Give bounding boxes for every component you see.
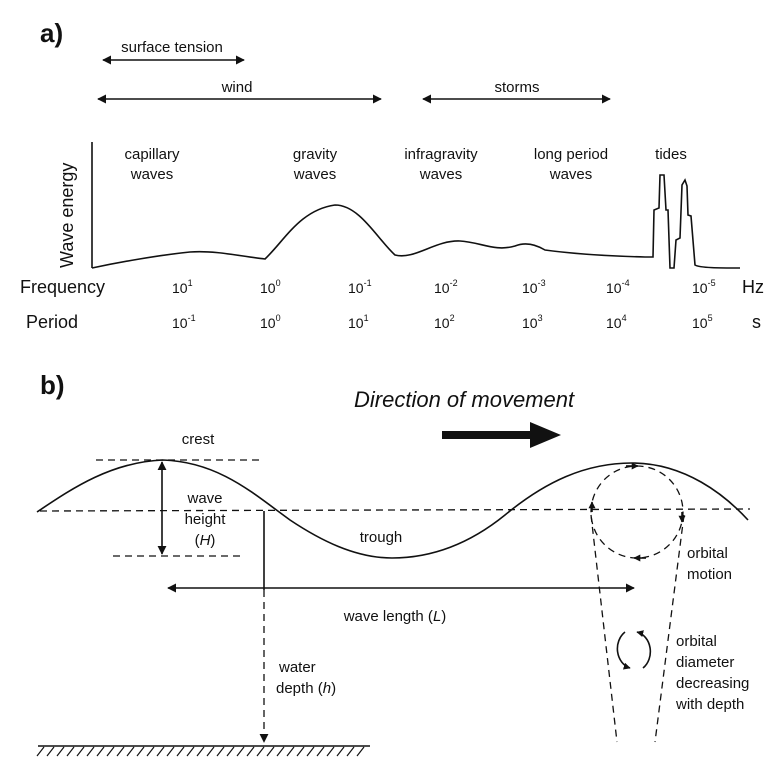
frequency-tick--3: 10-3 <box>522 278 546 296</box>
frequency-label: Frequency <box>20 277 105 297</box>
seabed-hatch-mark <box>36 746 45 757</box>
frequency-tick--2: 10-2 <box>434 278 458 296</box>
period-tick-1: 101 <box>348 313 369 331</box>
orbital-diameter-line3: decreasing <box>676 675 749 692</box>
range-wind: wind <box>97 79 382 104</box>
seabed-hatch-mark <box>66 746 75 757</box>
seabed-hatch-mark <box>216 746 225 757</box>
still-water-line <box>39 508 751 512</box>
period-tick-4: 104 <box>606 313 627 331</box>
seabed-hatch-mark <box>346 746 355 757</box>
seabed-hatch-mark <box>86 746 95 757</box>
trough-label: trough <box>360 529 403 546</box>
category-long-period-line2: waves <box>549 166 593 183</box>
period-tick-5: 105 <box>692 313 713 331</box>
orbital-circle <box>590 465 684 559</box>
seabed-hatch-mark <box>226 746 235 757</box>
period-tick--1: 10-1 <box>172 313 196 331</box>
seabed-hatch-mark <box>336 746 345 757</box>
range-storms-label: storms <box>495 79 540 96</box>
seabed-hatch-mark <box>276 746 285 757</box>
period-tick-3: 103 <box>522 313 543 331</box>
seabed-hatch-mark <box>326 746 335 757</box>
category-infragravity-line1: infragravity <box>404 146 478 163</box>
panel-a: a) surface tension wind storms Wave ener… <box>20 18 764 332</box>
cone-left-line <box>590 514 618 743</box>
panel-b-label: b) <box>40 370 65 400</box>
frequency-tick--4: 10-4 <box>606 278 630 296</box>
seabed-hatch-mark <box>96 746 105 757</box>
range-wind-label: wind <box>221 79 253 96</box>
small-orbit-left-arc <box>616 631 631 670</box>
direction-label: Direction of movement <box>354 387 575 412</box>
seabed-hatch-mark <box>116 746 125 757</box>
seabed-hatch-mark <box>206 746 215 757</box>
y-axis-label: Wave energy <box>57 163 77 268</box>
seabed-hatch-mark <box>156 746 165 757</box>
seabed-hatch-mark <box>256 746 265 757</box>
category-tides: tides <box>655 146 687 163</box>
seabed-hatch-mark <box>316 746 325 757</box>
orbital-diameter-line4: with depth <box>675 696 744 713</box>
period-label: Period <box>26 312 78 332</box>
seabed-hatch-mark <box>286 746 295 757</box>
seabed-hatch-mark <box>126 746 135 757</box>
category-gravity-line1: gravity <box>293 146 338 163</box>
seabed-hatch-mark <box>136 746 145 757</box>
category-long-period-line1: long period <box>534 146 608 163</box>
seabed-hatch-mark <box>56 746 65 757</box>
wave-height-symbol: (H) <box>195 532 216 549</box>
frequency-tick--1: 10-1 <box>348 278 372 296</box>
period-tick-0: 100 <box>260 313 281 331</box>
small-orbit-right-arc <box>636 630 652 669</box>
direction-arrow <box>442 422 561 448</box>
frequency-tick-1: 101 <box>172 278 193 296</box>
wave-length-label: wave length (L) <box>343 608 447 625</box>
range-surface-tension-label: surface tension <box>121 39 223 56</box>
seabed-hatch-mark <box>176 746 185 757</box>
cone-right-line <box>654 514 685 743</box>
water-depth-line1: water <box>278 659 316 676</box>
frequency-tick--5: 10-5 <box>692 278 716 296</box>
seabed-hatch-mark <box>46 746 55 757</box>
orbital-diameter-line1: orbital <box>676 633 717 650</box>
frequency-ticks: 101 100 10-1 10-2 10-3 10-4 10-5 <box>172 278 716 296</box>
crest-label: crest <box>182 431 215 448</box>
wave-height-line2: height <box>185 511 227 528</box>
category-capillary-line1: capillary <box>124 146 180 163</box>
water-depth-line2: depth (h) <box>276 680 336 697</box>
orbital-diameter-line2: diameter <box>676 654 734 671</box>
category-labels: capillary waves gravity waves infragravi… <box>124 146 686 183</box>
seabed-hatch-mark <box>306 746 315 757</box>
seabed-hatch-mark <box>236 746 245 757</box>
seabed-hatch-mark <box>266 746 275 757</box>
seabed-hatch-mark <box>246 746 255 757</box>
orbital-motion-line1: orbital <box>687 545 728 562</box>
seabed-hatch-mark <box>76 746 85 757</box>
period-unit: s <box>752 312 761 332</box>
seabed-hatch-mark <box>196 746 205 757</box>
range-surface-tension: surface tension <box>102 39 245 65</box>
seabed-hatch-mark <box>356 746 365 757</box>
frequency-tick-0: 100 <box>260 278 281 296</box>
seabed-hatch-mark <box>146 746 155 757</box>
seabed-hatching <box>36 746 365 757</box>
frequency-unit: Hz <box>742 277 764 297</box>
category-capillary-line2: waves <box>130 166 174 183</box>
panel-a-label: a) <box>40 18 63 48</box>
range-storms: storms <box>422 79 611 104</box>
period-tick-2: 102 <box>434 313 455 331</box>
category-infragravity-line2: waves <box>419 166 463 183</box>
seabed-hatch-mark <box>186 746 195 757</box>
energy-spectrum-curve <box>91 174 741 269</box>
period-ticks: 10-1 100 101 102 103 104 105 <box>172 313 713 331</box>
orbital-motion-line2: motion <box>687 566 732 583</box>
seabed-hatch-mark <box>166 746 175 757</box>
category-gravity-line2: waves <box>293 166 337 183</box>
wave-height-line1: wave <box>186 490 222 507</box>
seabed-hatch-mark <box>296 746 305 757</box>
seabed-hatch-mark <box>106 746 115 757</box>
panel-b: b) Direction of movement crest trough wa… <box>36 370 751 757</box>
